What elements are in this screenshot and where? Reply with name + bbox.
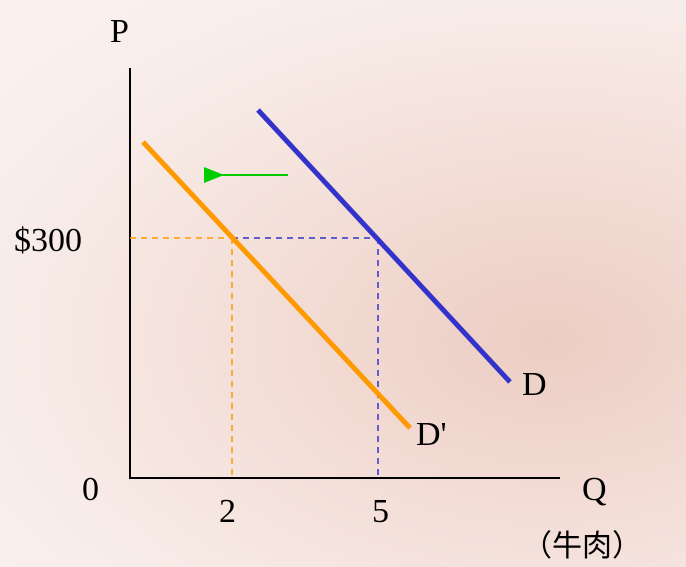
left-unit-fragment: ） (0, 529, 16, 564)
curve-label-d: D (522, 366, 547, 403)
quantity-tick-5: 5 (372, 493, 389, 530)
x-axis-label: Q (582, 471, 607, 508)
y-axis-label: P (110, 13, 129, 50)
demand-curve-d-prime (141, 140, 412, 430)
price-label: $300 (14, 222, 82, 259)
quantity-unit-label: （牛肉） (522, 529, 642, 564)
origin-label: 0 (82, 471, 99, 508)
curve-label-d-prime: D' (416, 416, 447, 453)
quantity-tick-2: 2 (219, 493, 236, 530)
demand-curve-d (256, 108, 512, 384)
